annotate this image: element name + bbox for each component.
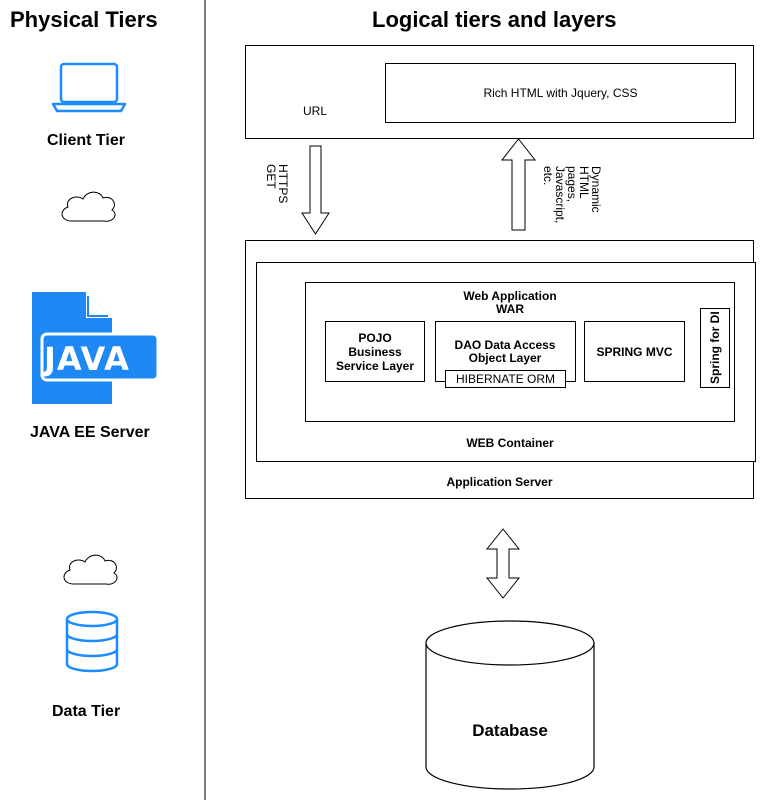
request-arrow [301,145,330,235]
database-cylinder [425,620,595,790]
database-link-arrow [485,528,521,599]
web-application-title: Web Application WAR [305,290,715,316]
hibernate-orm-box: HIBERNATE ORM [445,370,566,388]
cloud-icon [63,554,118,585]
spring-di-label: Spring for DI [708,311,722,384]
web-application-war: WAR [496,302,524,316]
database-label: Database [472,721,548,740]
url-label: URL [303,104,328,118]
laptop-icon [51,62,127,113]
spring-di-box [700,308,730,388]
rich-html-box: Rich HTML with Jquery, CSS [385,63,736,123]
application-server-label: Application Server [446,475,553,489]
java-ee-server-label: JAVA EE Server [30,424,150,441]
logical-tiers-heading: Logical tiers and layers [372,7,617,32]
physical-tiers-heading: Physical Tiers [10,7,158,32]
rich-html-label: Rich HTML with Jquery, CSS [483,86,638,100]
web-application-name: Web Application [463,289,557,303]
java-icon-text: JAVA [44,340,130,378]
java-file-icon [32,292,160,404]
spring-mvc-label: SPRING MVC [596,344,673,359]
database-icon [65,610,119,673]
pojo-layer-label: POJO Business Service Layer [335,330,415,373]
response-arrow [500,138,537,231]
client-tier-label: Client Tier [47,132,125,149]
https-get-label: HTTPS GET [264,164,290,204]
cloud-icon [61,191,116,222]
data-tier-label: Data Tier [52,703,121,720]
web-container-label: WEB Container [466,436,554,450]
dao-layer-label: DAO Data Access Object Layer [454,338,556,365]
hibernate-orm-label: HIBERNATE ORM [455,372,556,386]
pojo-layer-box: POJO Business Service Layer [325,321,425,382]
spring-mvc-box: SPRING MVC [584,321,685,382]
dynamic-html-label: Dynamic HTML pages, Javascript, etc. [541,166,603,224]
